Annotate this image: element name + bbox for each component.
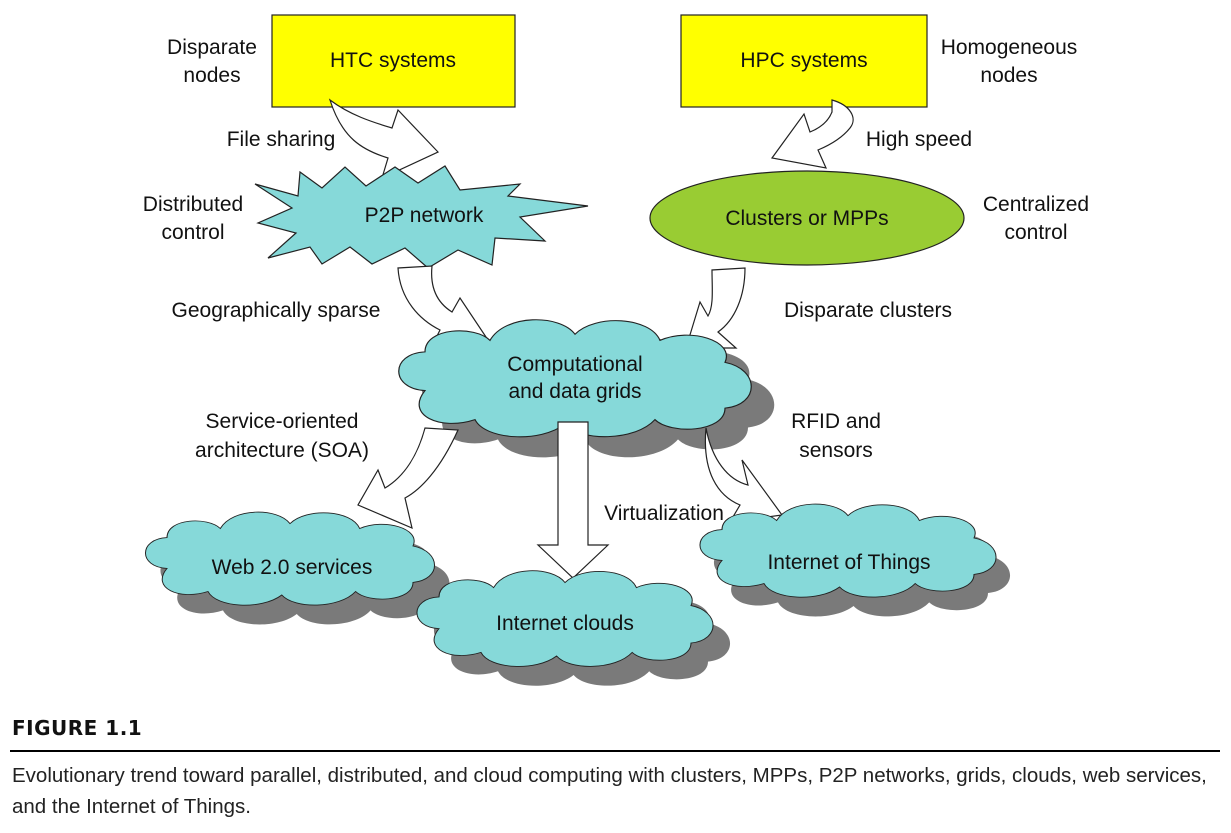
arrow-soa <box>357 427 459 530</box>
internet-clouds-node: Internet clouds <box>416 570 731 686</box>
rfid-line1: RFID and <box>791 410 881 433</box>
soa-line1: Service-oriented <box>206 410 359 433</box>
iot-node: Internet of Things <box>699 503 1011 617</box>
homogeneous-nodes-line1: Homogeneous <box>941 36 1078 59</box>
geographically-sparse-label: Geographically sparse <box>172 299 381 322</box>
p2p-network-label: P2P network <box>365 204 484 227</box>
internet-clouds-label: Internet clouds <box>496 612 634 635</box>
centralized-control-line2: control <box>1004 221 1067 244</box>
centralized-control-line1: Centralized <box>983 193 1089 216</box>
p2p-network-node: P2P network <box>254 165 589 269</box>
clusters-node: Clusters or MPPs <box>649 170 965 266</box>
web-services-node: Web 2.0 services <box>144 511 450 625</box>
grids-node: Computational and data grids <box>398 319 775 458</box>
high-speed-label: High speed <box>866 128 972 151</box>
distributed-control-line1: Distributed <box>143 193 243 216</box>
disparate-nodes-line1: Disparate <box>167 36 257 59</box>
homogeneous-nodes-line2: nodes <box>980 64 1037 87</box>
disparate-clusters-label: Disparate clusters <box>784 299 952 322</box>
figure-label: FIGURE 1.1 <box>12 716 143 740</box>
disparate-nodes-line2: nodes <box>183 64 240 87</box>
virtualization-label: Virtualization <box>604 502 724 525</box>
distributed-control-line2: control <box>161 221 224 244</box>
hpc-systems-label: HPC systems <box>740 49 867 72</box>
htc-systems-label: HTC systems <box>330 49 456 72</box>
caption-divider <box>10 750 1220 752</box>
arrow-high-speed <box>770 99 854 169</box>
grids-label-line1: Computational <box>507 353 642 376</box>
figure-caption: Evolutionary trend toward parallel, dist… <box>12 764 1207 818</box>
clusters-label: Clusters or MPPs <box>725 207 888 230</box>
rfid-line2: sensors <box>799 439 873 462</box>
arrow-file-sharing <box>328 98 440 180</box>
arrow-virtualization <box>536 421 610 579</box>
grids-label-line2: and data grids <box>508 380 641 403</box>
soa-line2: architecture (SOA) <box>195 439 369 462</box>
web-services-label: Web 2.0 services <box>212 556 373 579</box>
htc-systems-node: HTC systems <box>271 14 516 108</box>
hpc-systems-node: HPC systems <box>680 14 928 108</box>
file-sharing-label: File sharing <box>227 128 336 151</box>
iot-label: Internet of Things <box>767 551 930 574</box>
